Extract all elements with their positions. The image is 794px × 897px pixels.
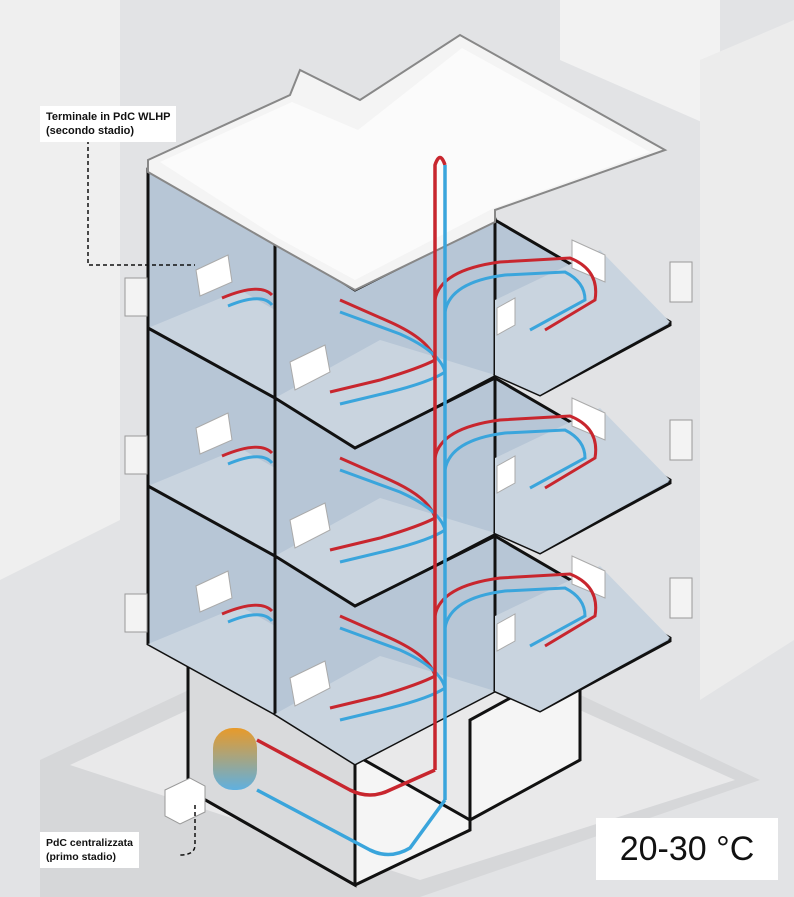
balcony (124, 435, 148, 475)
right-room-floor (495, 566, 670, 711)
cold-pipe-branch (443, 270, 587, 332)
balcony (124, 277, 148, 317)
balcony (669, 577, 693, 619)
wlhp-terminal-label-line2: (secondo stadio) (46, 125, 135, 137)
wlhp-terminal-label-line1: Terminale in PdC WLHP (46, 111, 171, 123)
hot-pipe-branch (433, 256, 598, 332)
balcony (124, 593, 148, 633)
storage-tank (213, 728, 257, 790)
cold-pipe-branch (443, 586, 587, 648)
hot-pipe-branch (221, 287, 274, 300)
hot-pipe-branch (221, 445, 274, 458)
wlhp-terminal-label: Terminale in PdC WLHP (secondo stadio) (40, 106, 177, 142)
terminal-unit-icon (289, 502, 331, 549)
cold-return-pipe (256, 788, 447, 857)
callout-lines (87, 140, 196, 856)
cold-pipe-branch (227, 297, 274, 308)
hot-pipe-branch (433, 572, 598, 648)
hot-pipe-branch (433, 414, 598, 490)
balcony (669, 419, 693, 461)
left-room-floor (148, 606, 275, 714)
terminal-unit-icon (195, 570, 233, 613)
central-heat-pump-label-line2: (primo stadio) (46, 851, 116, 863)
left-room-floor (148, 290, 275, 398)
hot-riser-pipe (433, 155, 447, 770)
terminal-unit-icon (496, 613, 516, 652)
hot-supply-pipe (256, 738, 436, 797)
terminal-unit-icon (195, 412, 233, 455)
roof (147, 33, 668, 292)
pipes (221, 155, 598, 857)
right-room-floor (495, 408, 670, 553)
terminal-unit-icon (289, 344, 331, 391)
cold-pipe-branch (227, 613, 274, 624)
left-room-floor (148, 448, 275, 556)
temperature-badge: 20-30 °C (596, 818, 778, 880)
central-heat-pump-label-line1: PdC centralizzata (46, 837, 133, 849)
terminal-unit-icon (496, 455, 516, 494)
balcony (669, 261, 693, 303)
central-heat-pump-label: PdC centralizzata (primo stadio) (40, 832, 139, 868)
cold-pipe-branch (227, 455, 274, 466)
hot-pipe-branch (221, 603, 274, 616)
cold-pipe-branch (443, 428, 587, 490)
terminal-unit-icon (289, 660, 331, 707)
terminal-unit-icon (195, 254, 233, 297)
terminal-unit-icon (496, 297, 516, 336)
right-room-floor (495, 250, 670, 395)
